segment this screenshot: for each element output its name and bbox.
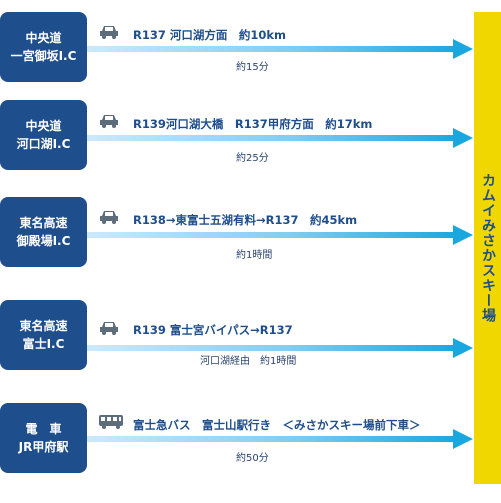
origin-line-1: 東名高速	[19, 216, 68, 230]
arrow-icon	[87, 338, 473, 358]
travel-time: 河口湖経由 約1時間	[200, 356, 297, 367]
car-icon	[100, 322, 118, 335]
arrow-icon	[87, 128, 473, 148]
arrow-icon	[87, 429, 473, 449]
origin-line-2: 富士I.C	[22, 337, 65, 351]
travel-time: 約25分	[236, 153, 269, 164]
route-row-ichinomiya: 中央道 一宮御坂I.C R137 河口湖方面 約10km 約15分	[0, 0, 473, 100]
origin-line-2: 河口湖I.C	[16, 137, 71, 151]
arrow-icon	[87, 225, 473, 245]
route-row-kofu-station: 電 車 JR甲府駅 富士急バス 富士山駅行き ＜みさかスキー場前下車＞ 約50分	[0, 403, 473, 503]
origin-line-2: JR甲府駅	[18, 440, 69, 454]
route-description: R139 富士宮バイパス→R137	[133, 323, 293, 337]
route-row-gotemba: 東名高速 御殿場I.C R138→東富士五湖有料→R137 約45km 約1時間	[0, 197, 473, 297]
origin-line-2: 御殿場I.C	[16, 234, 71, 248]
travel-time: 約1時間	[236, 250, 273, 261]
route-row-kawaguchiko: 中央道 河口湖I.C R139河口湖大橋 R137甲府方面 約17km 約25分	[0, 100, 473, 200]
origin-box: 中央道 河口湖I.C	[0, 100, 87, 170]
arrow-icon	[87, 39, 473, 59]
travel-time: 約50分	[236, 453, 269, 464]
origin-line-1: 中央道	[25, 31, 62, 45]
bus-icon	[99, 415, 123, 429]
route-description: R138→東富士五湖有料→R137 約45km	[133, 213, 358, 227]
origin-line-2: 一宮御坂I.C	[10, 49, 77, 63]
car-icon	[100, 115, 118, 128]
route-row-fuji: 東名高速 富士I.C R139 富士宮バイパス→R137 河口湖経由 約1時間	[0, 300, 473, 400]
origin-line-1: 中央道	[25, 119, 62, 133]
destination-label: カムイみさかスキー場	[480, 173, 496, 323]
car-icon	[100, 211, 118, 224]
origin-box: 電 車 JR甲府駅	[0, 403, 87, 473]
car-icon	[100, 26, 118, 39]
origin-line-1: 電 車	[25, 422, 62, 436]
travel-time: 約15分	[236, 62, 269, 73]
destination-bar: カムイみさかスキー場	[474, 12, 501, 484]
route-description: R139河口湖大橋 R137甲府方面 約17km	[133, 117, 373, 131]
origin-box: 東名高速 富士I.C	[0, 300, 87, 370]
origin-box: 中央道 一宮御坂I.C	[0, 12, 87, 82]
route-description: R137 河口湖方面 約10km	[133, 28, 286, 42]
origin-line-1: 東名高速	[19, 319, 68, 333]
route-description: 富士急バス 富士山駅行き ＜みさかスキー場前下車＞	[133, 418, 421, 432]
origin-box: 東名高速 御殿場I.C	[0, 197, 87, 267]
